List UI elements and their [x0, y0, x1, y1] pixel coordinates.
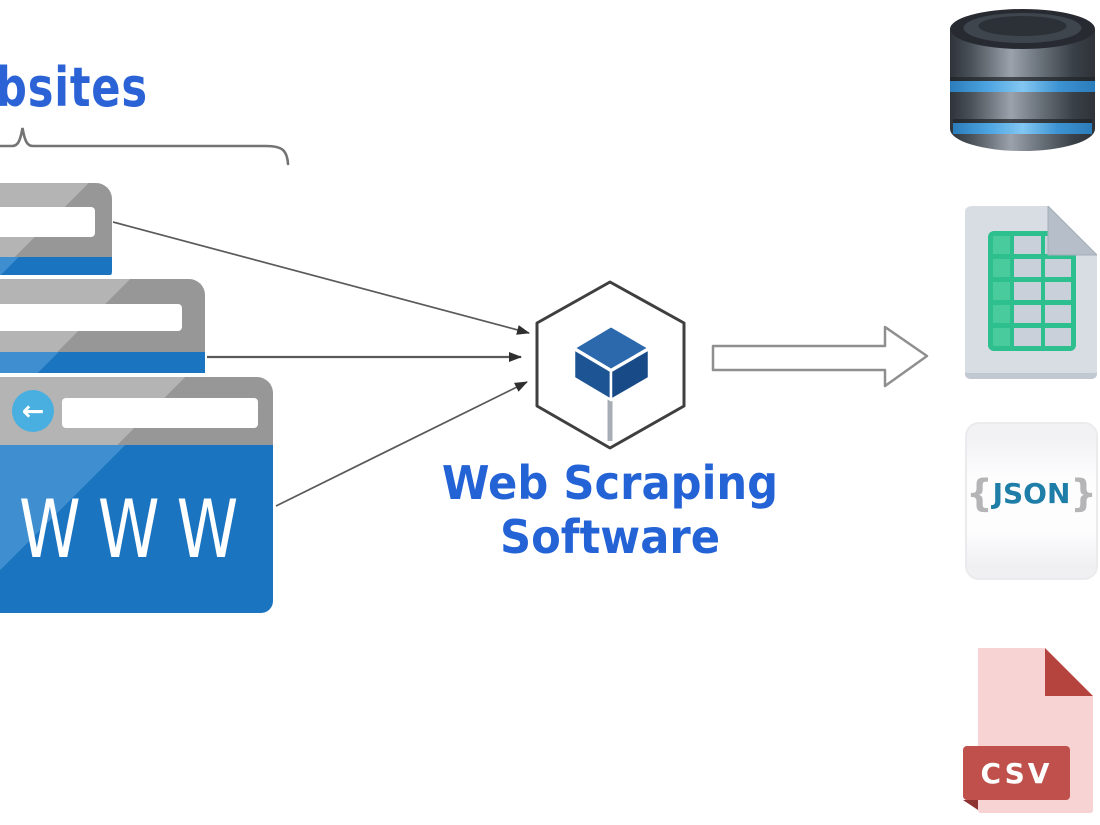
spreadsheet-icon: [965, 206, 1097, 379]
csv-file-icon: [963, 648, 1093, 813]
browser-front-address-bar: [62, 398, 258, 428]
browser-back-titlebar: [0, 183, 112, 257]
cube-top-face: [572, 324, 651, 372]
software-label: Web Scraping Software: [420, 456, 800, 564]
browser-front-page-area: WWW: [0, 445, 273, 613]
browser-window-back: [0, 183, 112, 277]
brace-path: [0, 127, 290, 166]
software-label-line2: Software: [499, 510, 721, 564]
websites-label: bsites: [0, 56, 148, 119]
www-text: WWW: [18, 482, 256, 576]
json-file-label: {JSON}: [965, 472, 1098, 515]
cube-right-face: [609, 347, 651, 402]
db-band-1: [950, 81, 1095, 92]
browser-middle-content-strip: [0, 352, 205, 378]
json-file-icon: [965, 422, 1098, 580]
csv-folded-corner: [1045, 648, 1093, 696]
browser-back-content-strip: [0, 257, 112, 277]
db-band-2: [953, 123, 1092, 134]
back-arrow-icon: ←: [12, 390, 54, 432]
cube-left-face: [572, 347, 613, 402]
sheet-folded-corner: [1047, 206, 1097, 256]
json-word: JSON: [992, 477, 1071, 510]
websites-brace: [0, 127, 290, 166]
json-open-brace: {: [966, 472, 993, 515]
cube-wireframe: [535, 280, 686, 450]
csv-label: CSV: [980, 757, 1053, 790]
browser-window-front: ← WWW: [0, 377, 273, 613]
browser-middle-titlebar: [0, 279, 205, 352]
csv-banner: [963, 746, 1070, 800]
browser-back-address-bar: [0, 207, 95, 237]
csv-banner-fold: [963, 800, 978, 810]
browser-front-titlebar: ←: [0, 377, 273, 445]
software-label-line1: Web Scraping: [441, 456, 779, 510]
browser-window-middle: [0, 279, 205, 378]
json-close-brace: }: [1070, 472, 1097, 515]
database-icon: [950, 9, 1095, 151]
big-output-arrow: [711, 325, 929, 388]
browser-middle-address-bar: [0, 304, 182, 331]
cube-icon: [535, 280, 686, 450]
